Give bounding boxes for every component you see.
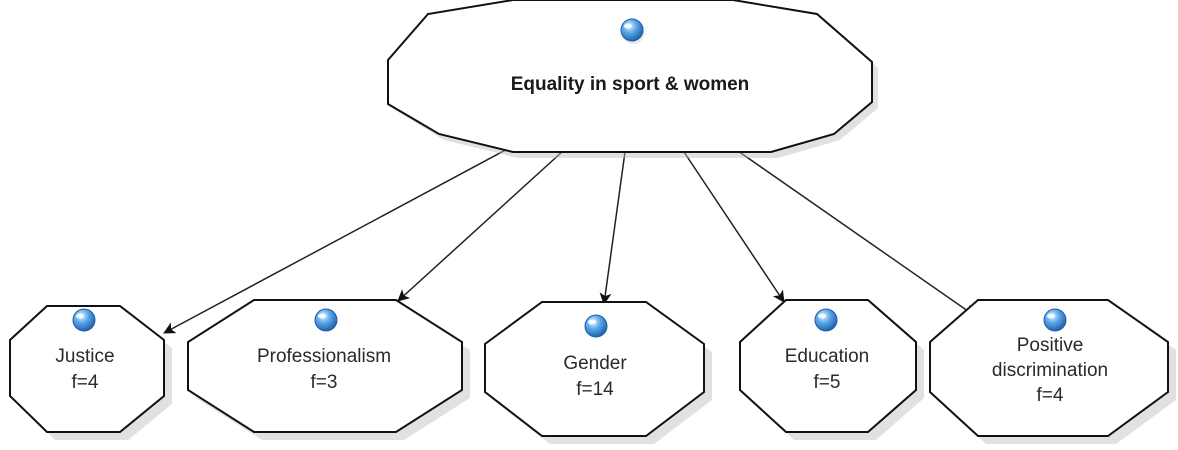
blue-sphere-icon xyxy=(814,308,838,332)
node-label-line: Justice xyxy=(55,346,114,367)
blue-sphere-icon xyxy=(72,308,96,332)
arrow-to-justice xyxy=(163,145,514,334)
node-professionalism[interactable]: Professionalism f=3 xyxy=(187,299,470,440)
arrow-to-professionalism xyxy=(397,150,564,302)
node-shape xyxy=(929,299,1169,437)
node-positive-discrimination[interactable]: Positive discrimination f=4 xyxy=(929,299,1176,444)
root-label: Equality in sport & women xyxy=(511,74,750,95)
arrow-to-positive-discrimination xyxy=(737,150,976,317)
node-justice[interactable]: Justice f=4 xyxy=(9,305,172,440)
node-label-line: Gender xyxy=(563,353,627,374)
node-label-line: Education xyxy=(785,346,870,367)
node-shape xyxy=(739,299,917,433)
node-shape xyxy=(484,301,705,437)
edges xyxy=(163,145,976,334)
arrow-to-gender xyxy=(599,151,626,305)
node-shape xyxy=(9,305,165,433)
node-shape xyxy=(187,299,463,433)
node-frequency: f=4 xyxy=(1037,385,1064,406)
node-label-line: discrimination xyxy=(992,360,1108,381)
root-node-shape xyxy=(387,0,873,153)
node-gender[interactable]: Gender f=14 xyxy=(484,301,712,444)
blue-sphere-icon xyxy=(1043,308,1067,332)
node-frequency: f=3 xyxy=(311,372,338,393)
root-node[interactable]: Equality in sport & women xyxy=(387,0,878,158)
blue-sphere-icon xyxy=(620,18,645,44)
node-frequency: f=14 xyxy=(576,379,614,400)
node-frequency: f=4 xyxy=(72,372,99,393)
blue-sphere-icon xyxy=(584,314,608,338)
node-frequency: f=5 xyxy=(814,372,841,393)
node-label-line: Professionalism xyxy=(257,346,391,367)
node-label-line: Positive xyxy=(1017,335,1084,356)
arrow-to-education xyxy=(683,151,785,303)
blue-sphere-icon xyxy=(314,308,338,332)
node-education[interactable]: Education f=5 xyxy=(739,299,924,440)
